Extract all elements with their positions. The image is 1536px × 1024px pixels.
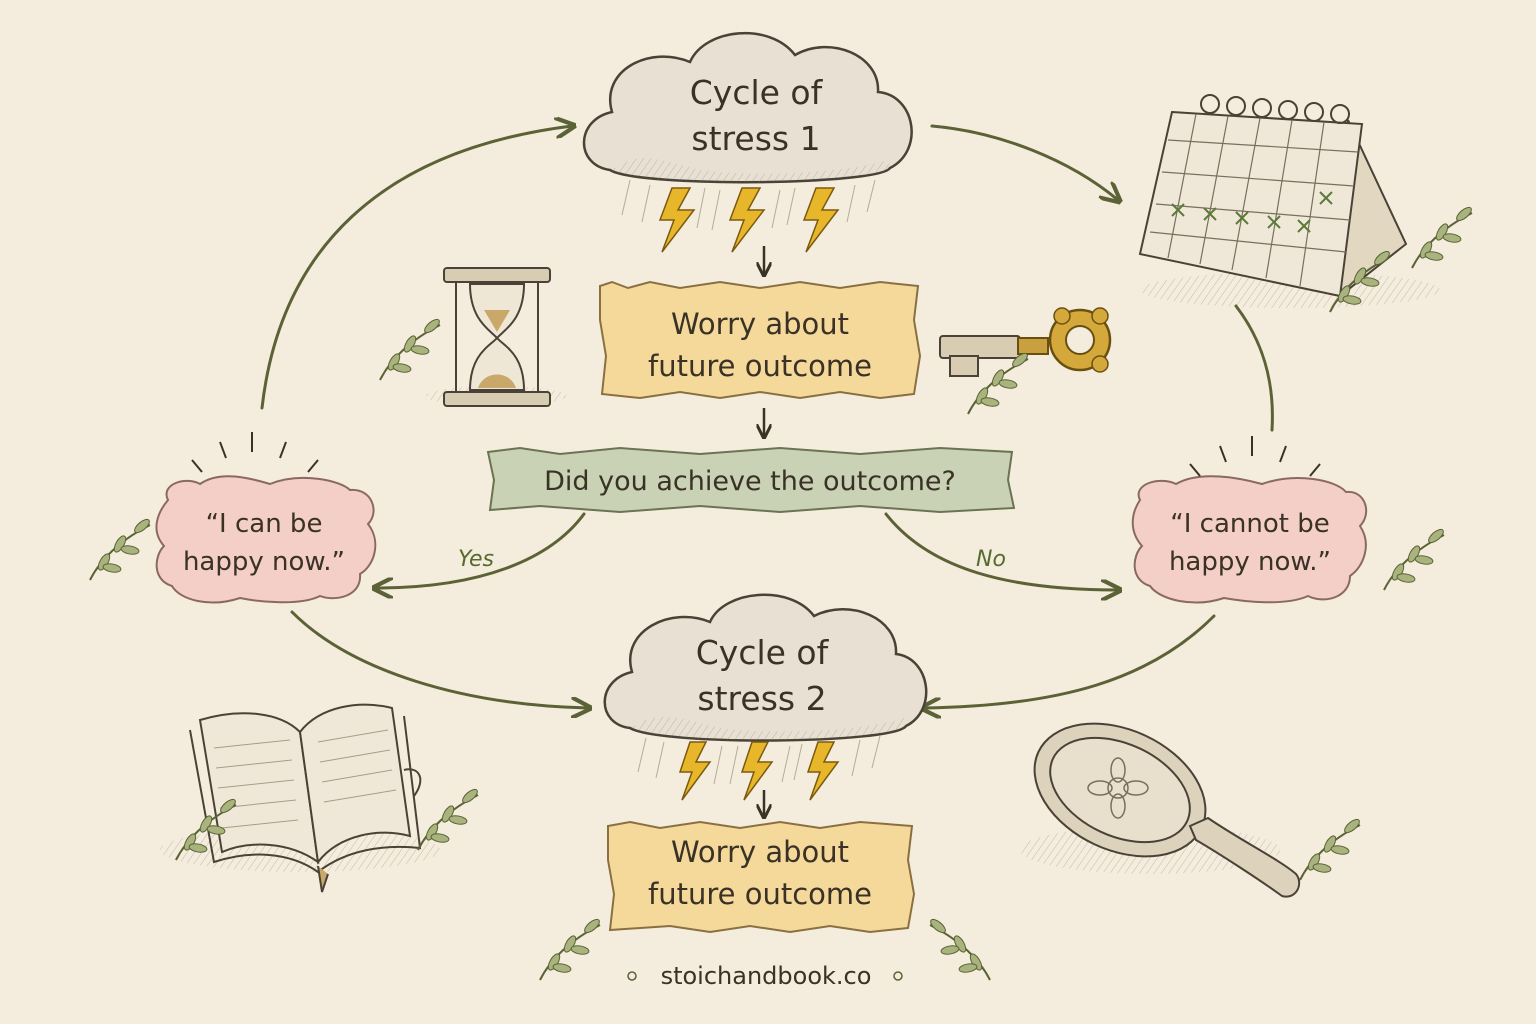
leaf-sprig-icon xyxy=(379,316,443,381)
happy-line2: happy now.” xyxy=(183,547,345,577)
leaf-sprig-icon xyxy=(1299,816,1363,881)
worry2-line1: Worry about xyxy=(671,835,849,869)
cycle1-line1: Cycle of xyxy=(690,73,824,112)
storm-cloud-icon xyxy=(582,32,913,253)
happy-bubble xyxy=(155,432,377,604)
cycle-arrows xyxy=(260,124,1274,708)
footer: stoichandbook.co xyxy=(539,916,991,990)
emphasis-lines-left xyxy=(191,432,319,473)
arrow-yes xyxy=(376,512,586,588)
emphasis-lines-right xyxy=(1189,436,1321,477)
leaf-sprig-icon xyxy=(1383,526,1447,591)
no-label: No xyxy=(976,547,1006,572)
arrow-unhappy-to-cycle2 xyxy=(924,614,1216,708)
open-book-icon xyxy=(160,703,440,893)
key-icon xyxy=(939,307,1112,377)
yes-label: Yes xyxy=(458,547,494,572)
leaf-sprig-icon xyxy=(89,516,153,581)
arrow-happy-to-cycle1 xyxy=(260,126,572,410)
arrow-no xyxy=(884,512,1118,590)
cycle2-line1: Cycle of xyxy=(696,633,830,672)
worry2-line2: future outcome xyxy=(648,877,872,911)
cycle2-line2: stress 2 xyxy=(697,679,826,718)
footer-site: stoichandbook.co xyxy=(661,962,872,990)
leaf-sprig-icon xyxy=(927,916,991,981)
cycle1-line2: stress 1 xyxy=(691,119,820,158)
worry1-line1: Worry about xyxy=(671,307,849,341)
hand-mirror-icon xyxy=(1020,722,1301,898)
happy-line1: “I can be xyxy=(206,509,323,539)
leaf-sprig-icon xyxy=(539,916,603,981)
storm-cloud-icon xyxy=(603,593,928,801)
arrow-cycle1-to-calendar xyxy=(930,124,1118,200)
unhappy-line1: “I cannot be xyxy=(1170,509,1329,539)
question-text: Did you achieve the outcome? xyxy=(544,466,956,497)
unhappy-line2: happy now.” xyxy=(1169,547,1331,577)
calendar-icon xyxy=(1138,94,1440,308)
worry1-line2: future outcome xyxy=(648,349,872,383)
leaf-sprig-icon xyxy=(417,786,481,851)
leaf-sprig-icon xyxy=(1411,204,1475,269)
unhappy-bubble xyxy=(1131,436,1368,604)
line-calendar-to-unhappy xyxy=(1234,304,1274,432)
arrow-happy-to-cycle2 xyxy=(290,610,588,708)
hourglass-icon xyxy=(426,267,566,407)
worry-box-2 xyxy=(607,820,916,934)
question-box xyxy=(486,446,1016,514)
worry-box-1 xyxy=(599,280,922,400)
